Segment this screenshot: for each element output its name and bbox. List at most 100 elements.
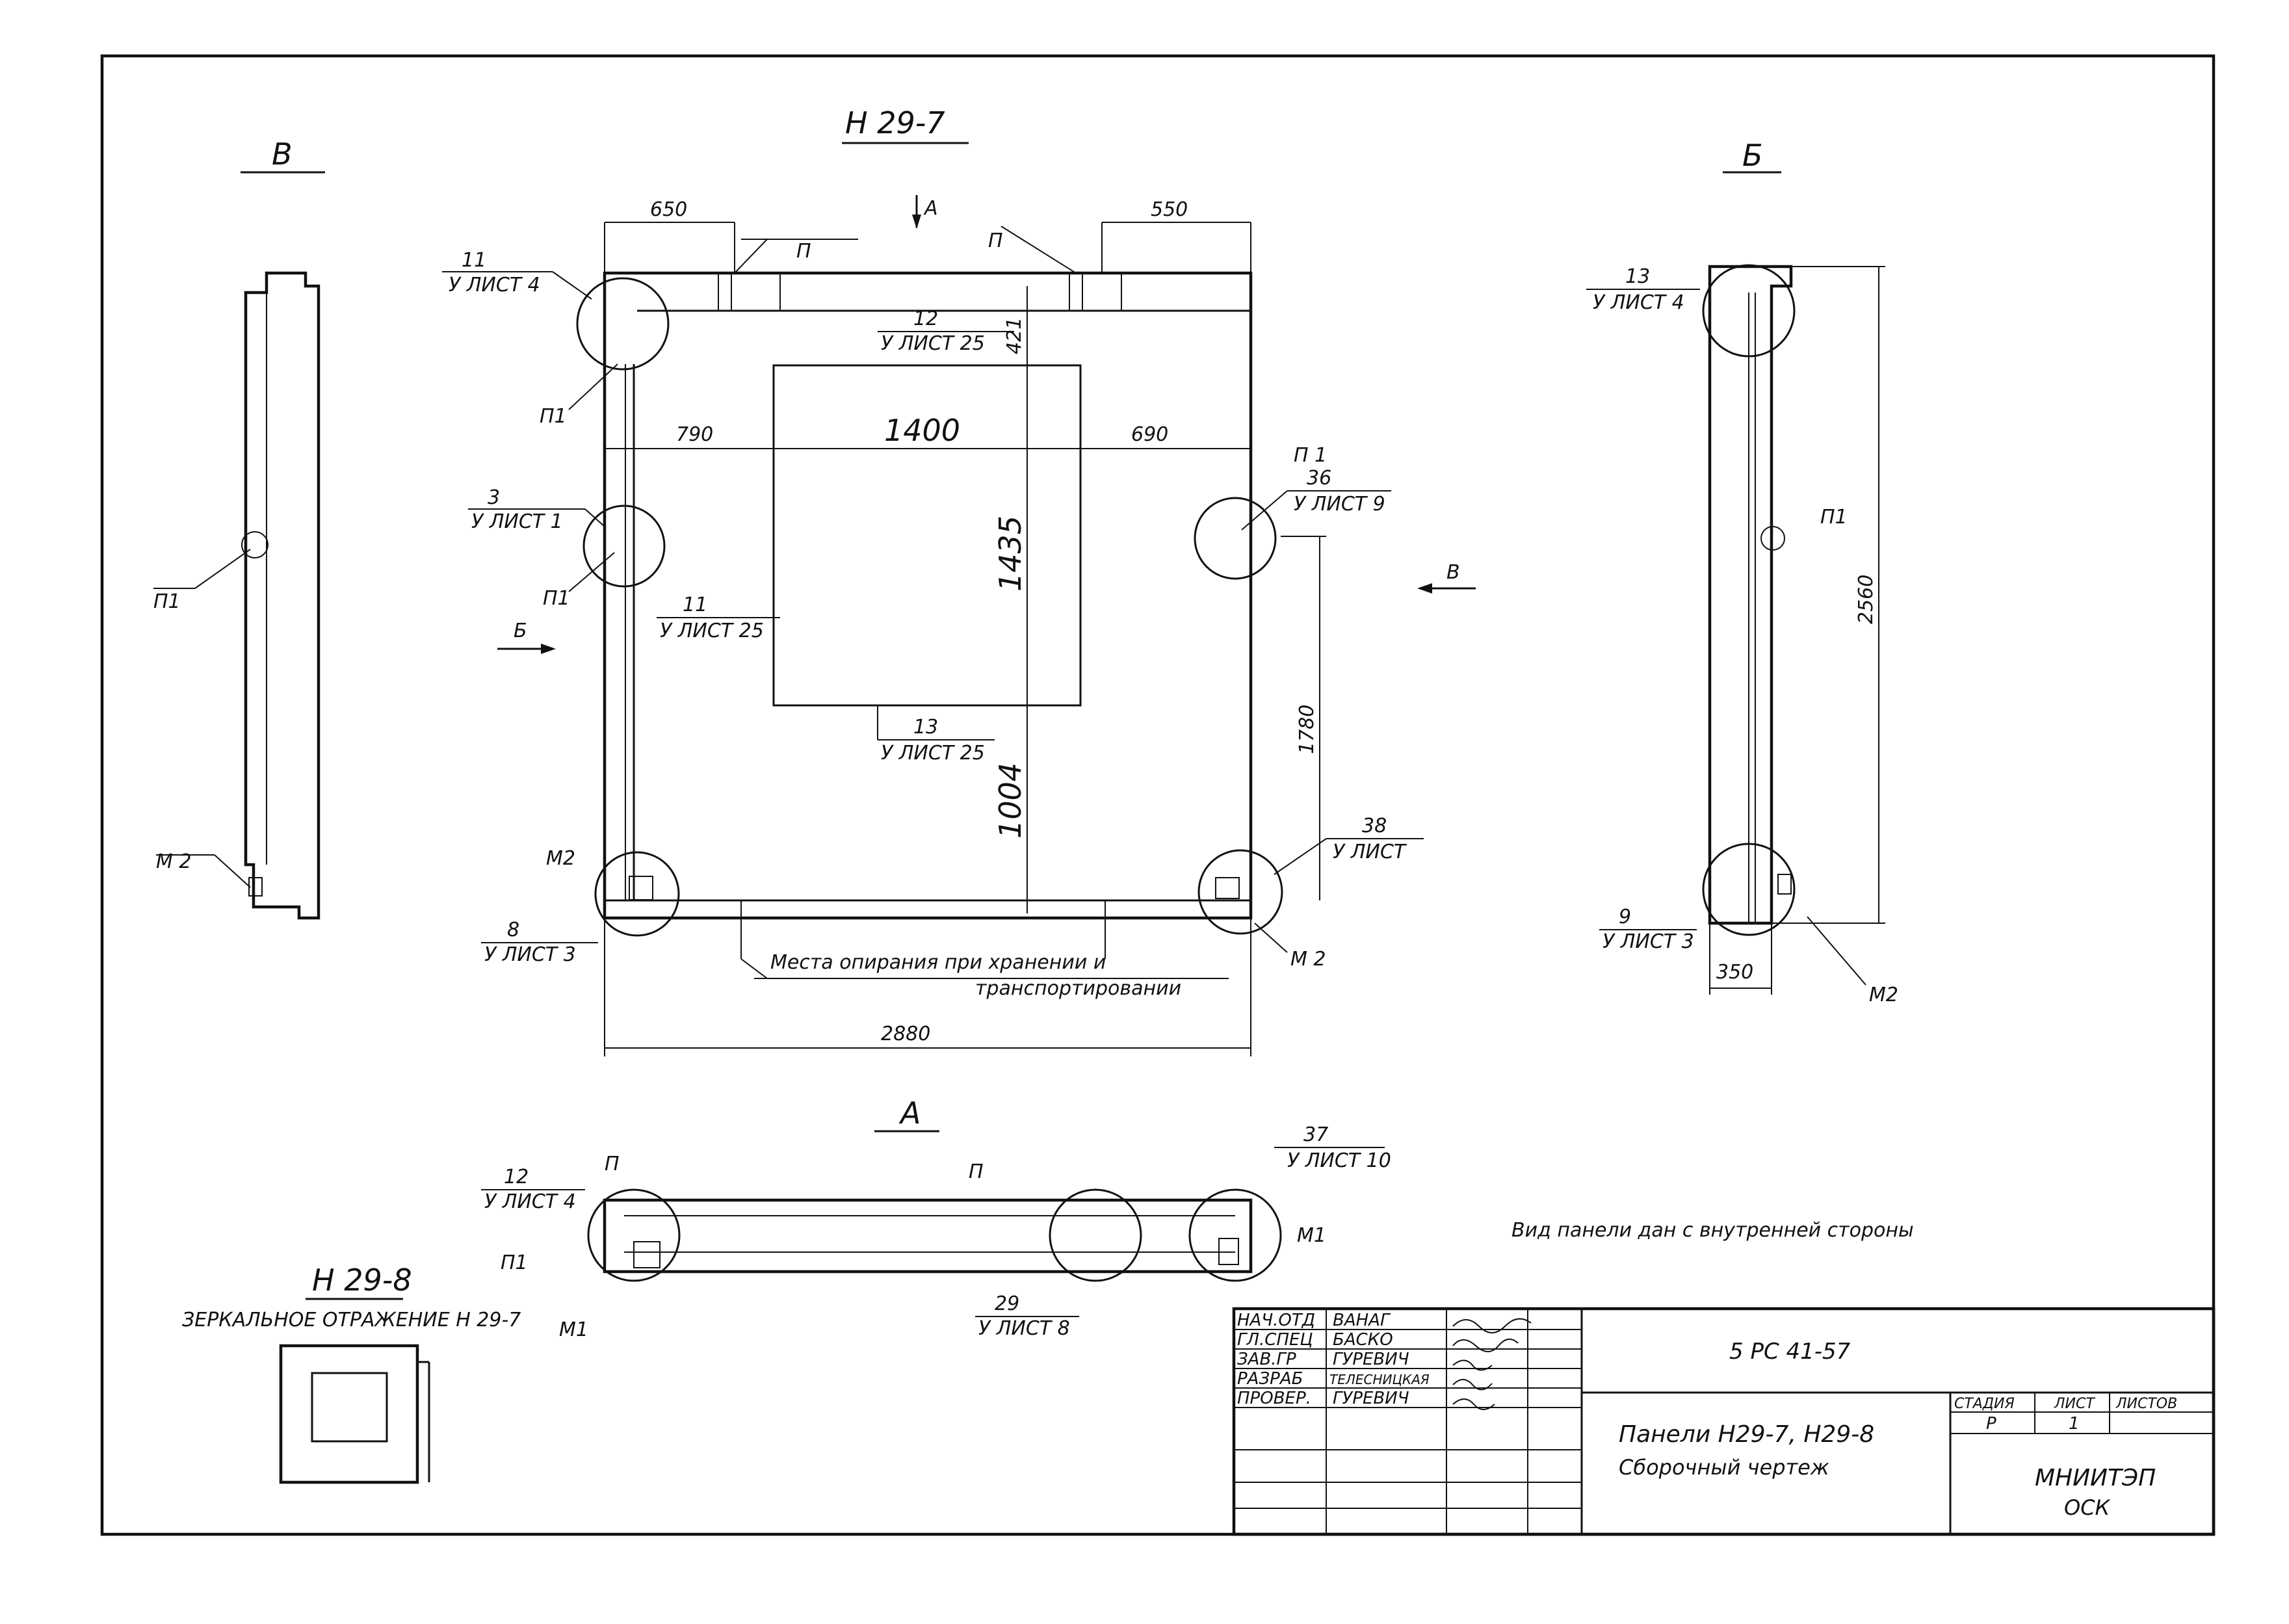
- callout-num: 12: [504, 1166, 529, 1188]
- callout-num: 9: [1619, 906, 1631, 928]
- dim-2880: 2880: [881, 1023, 930, 1045]
- view-v-p1: П1: [153, 590, 181, 613]
- mark-p1-top: П1: [540, 405, 567, 428]
- callout-num: 12: [913, 308, 938, 330]
- dim-650: 650: [650, 198, 687, 221]
- tb-title-line2: Сборочный чертеж: [1619, 1455, 1829, 1480]
- callout-sheet: У ЛИСТ 1: [471, 510, 563, 533]
- callout-num: 3: [488, 486, 500, 509]
- callout-num: 11: [462, 249, 486, 272]
- view-v-outline: [244, 271, 320, 920]
- panel-outline: [603, 271, 1253, 920]
- callout-num: 13: [1625, 265, 1650, 288]
- side-note: Вид панели дан с внутренней стороны: [1511, 1219, 1914, 1242]
- tb-role: ЗАВ.ГР: [1237, 1350, 1296, 1369]
- view-b-p1: П1: [1820, 506, 1848, 529]
- sheet-frame: [100, 54, 2216, 1536]
- view-b-dim-350: 350: [1716, 961, 1753, 984]
- tb-code: 5 РС 41-57: [1729, 1339, 1851, 1365]
- dim-1400: 1400: [884, 413, 960, 448]
- callout-sheet: У ЛИСТ: [1333, 841, 1407, 863]
- tb-name: ГУРЕВИЧ: [1333, 1389, 1409, 1408]
- tb-sheet-label: ЛИСТ: [2054, 1396, 2095, 1412]
- tb-org-line1: МНИИТЭП: [2035, 1465, 2156, 1491]
- tb-title-line1: Панели Н29-7, Н29-8: [1619, 1421, 1874, 1448]
- dim-1780: 1780: [1296, 705, 1318, 754]
- callout-num: 29: [995, 1292, 1019, 1315]
- dim-421: 421: [1003, 317, 1026, 354]
- tb-role: ГЛ.СПЕЦ: [1237, 1330, 1313, 1350]
- support-note-2: транспортировании: [975, 977, 1181, 1000]
- tb-org-line2: ОСК: [2064, 1495, 2111, 1520]
- callout-sheet: У ЛИСТ 4: [484, 1190, 576, 1213]
- view-b-title: Б: [1742, 138, 1763, 173]
- callout-sheet: У ЛИСТ 10: [1287, 1149, 1391, 1172]
- dim-1004: 1004: [993, 763, 1028, 839]
- view-v: В П1 М 2: [153, 137, 325, 920]
- callout-num: 38: [1362, 815, 1387, 837]
- view-b-m2: М2: [1869, 984, 1898, 1006]
- mark-p1-mid: П1: [543, 587, 570, 610]
- view-a-title: А: [898, 1095, 921, 1131]
- mirror-title: Н 29-8: [312, 1263, 412, 1298]
- tb-name: ГУРЕВИЧ: [1333, 1350, 1409, 1369]
- dim-550: 550: [1151, 198, 1188, 221]
- view-a-p-right: П: [969, 1160, 984, 1183]
- view-b-outline: [1708, 265, 1793, 925]
- callout-sheet: У ЛИСТ 9: [1294, 493, 1385, 516]
- view-a-m1-left: М1: [559, 1318, 588, 1341]
- tb-name: ВАНАГ: [1333, 1311, 1391, 1330]
- title-block: НАЧ.ОТД ВАНАГ ГЛ.СПЕЦ БАСКО ЗАВ.ГР ГУРЕВ…: [1232, 1307, 2216, 1536]
- mirror-note-text: ЗЕРКАЛЬНОЕ ОТРАЖЕНИЕ Н 29-7: [182, 1309, 521, 1331]
- callout-sheet: У ЛИСТ 25: [881, 332, 985, 355]
- detail-circle-3: [582, 504, 666, 588]
- view-b-dim-2560: 2560: [1855, 575, 1877, 624]
- view-a: А 12 У ЛИСТ 4 37 У ЛИСТ 10 29 У ЛИСТ 8 П…: [481, 1095, 1391, 1341]
- main-view-title: Н 29-7: [845, 105, 945, 140]
- callout-sheet: У ЛИСТ 4: [449, 274, 540, 296]
- callout-sheet: У ЛИСТ 3: [1602, 930, 1694, 953]
- tb-sheets-label: ЛИСТОВ: [2115, 1396, 2177, 1412]
- tb-name: БАСКО: [1333, 1330, 1393, 1350]
- mark-m2-right: М 2: [1290, 948, 1326, 971]
- dim-790: 790: [676, 423, 713, 446]
- mark-pi: П 1: [1294, 444, 1327, 467]
- dim-690: 690: [1131, 423, 1168, 446]
- window-opening: [772, 364, 1082, 707]
- tb-name: ТЕЛЕСНИЦКАЯ: [1329, 1372, 1430, 1387]
- arrow-v: В: [1446, 561, 1460, 584]
- callout-num: 37: [1303, 1123, 1328, 1146]
- view-a-m1-right: М1: [1297, 1224, 1326, 1247]
- callout-sheet: У ЛИСТ 25: [881, 742, 985, 765]
- callout-num: 13: [913, 716, 938, 739]
- detail-circle-36: [1194, 497, 1277, 580]
- view-a-p1: П1: [501, 1251, 528, 1274]
- view-a-p-left: П: [605, 1153, 620, 1175]
- tb-stage: Р: [1986, 1414, 1996, 1434]
- callout-num: 11: [683, 594, 707, 616]
- view-v-m2: М 2: [156, 850, 192, 873]
- callout-sheet: У ЛИСТ 4: [1593, 291, 1684, 314]
- view-b: Б 2560 350 13 У ЛИСТ 4 9 У ЛИСТ 3 П1 М2: [1586, 138, 1898, 1006]
- callout-sheet: У ЛИСТ 25: [660, 620, 764, 642]
- mark-m2-left: М2: [546, 847, 575, 870]
- callout-sheet: У ЛИСТ 3: [484, 943, 576, 966]
- arrow-b: Б: [514, 620, 527, 642]
- tb-sheet: 1: [2069, 1414, 2080, 1434]
- callout-num: 8: [507, 919, 519, 941]
- detail-circle-8: [594, 851, 680, 937]
- detail-circle-38: [1197, 849, 1283, 935]
- main-view: Н 29-7 650 550: [442, 105, 1476, 1056]
- view-arrow-a: А: [923, 197, 938, 220]
- mirror-note: Н 29-8 ЗЕРКАЛЬНОЕ ОТРАЖЕНИЕ Н 29-7: [182, 1263, 521, 1484]
- mark-p-left: П: [796, 240, 811, 263]
- view-a-outline: [603, 1198, 1253, 1274]
- dim-1435: 1435: [993, 516, 1028, 592]
- tb-role: НАЧ.ОТД: [1237, 1311, 1315, 1330]
- callout-sheet: У ЛИСТ 8: [978, 1317, 1070, 1340]
- callout-num: 36: [1307, 467, 1331, 490]
- support-note-1: Места опирания при хранении и: [770, 951, 1106, 974]
- detail-circle-11: [576, 277, 670, 371]
- mark-p-right: П: [988, 229, 1003, 252]
